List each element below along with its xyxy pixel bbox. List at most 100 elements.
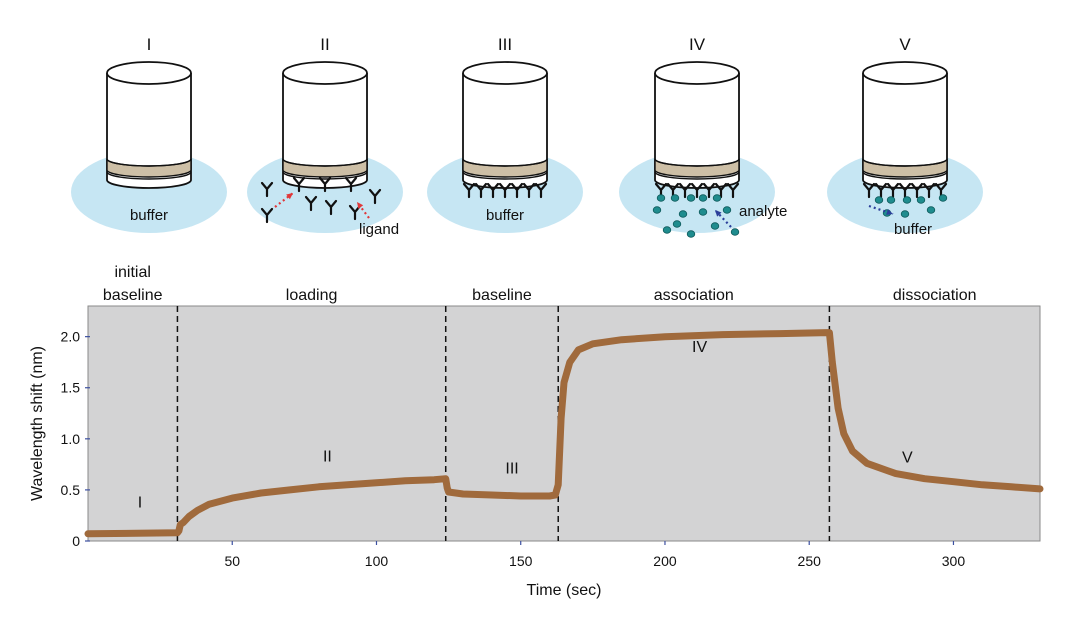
analyte-dot	[670, 194, 680, 202]
step-numeral: II	[320, 35, 329, 54]
bound-ligand	[318, 176, 332, 193]
bound-ligand	[922, 182, 936, 199]
bound-ligand	[344, 176, 358, 193]
sensor-top	[462, 61, 548, 85]
analyte-dot	[686, 230, 696, 238]
trace-step-label: III	[505, 461, 518, 478]
bound-ligand	[462, 182, 476, 199]
x-tick-label: 100	[365, 553, 389, 569]
analyte-arrow-head	[715, 210, 722, 217]
sensor-tip-edge	[282, 171, 368, 180]
well-label: buffer	[486, 207, 524, 224]
phase-label-text: dissociation	[893, 287, 977, 304]
trace-step-label: II	[323, 448, 332, 465]
free-ligand	[304, 195, 318, 212]
bound-ligand	[702, 182, 716, 199]
analyte-arrow	[714, 209, 732, 228]
sensor-body	[654, 73, 740, 189]
x-tick-label: 200	[653, 553, 677, 569]
bound-ligand	[898, 182, 912, 199]
bound-ligand	[486, 182, 500, 199]
step-numeral: IV	[689, 35, 706, 54]
ligand-arrow-head	[286, 193, 293, 200]
trace-step-label: V	[902, 449, 913, 466]
analyte-arrow-head	[886, 209, 893, 215]
phase-label-line1: initial	[114, 264, 150, 281]
phase-label: association	[654, 287, 734, 304]
phase-label: baseline	[472, 287, 532, 304]
sensor-band-edge	[462, 158, 548, 167]
free-ligand	[260, 207, 274, 224]
bound-ligand	[714, 182, 728, 199]
analyte-dot	[902, 196, 912, 204]
analyte-dot	[874, 196, 884, 204]
analyte-dot	[656, 194, 666, 202]
sensor-body	[862, 73, 948, 189]
analyte-dot	[722, 206, 732, 214]
analyte-dot	[900, 210, 910, 218]
step-numeral: III	[498, 35, 512, 54]
sensor-top	[654, 61, 740, 85]
analyte-dot	[710, 222, 720, 230]
analyte-dot	[698, 208, 708, 216]
sensor-band-edge	[282, 158, 368, 167]
phase-label-text: baseline	[472, 287, 532, 304]
analyte-dot	[886, 196, 896, 204]
phase-label-text: association	[654, 287, 734, 304]
sensor-tip-edge	[654, 171, 740, 180]
analyte-dot	[730, 228, 740, 236]
x-axis-title: Time (sec)	[527, 582, 602, 599]
sensorgram-trace	[84, 329, 1044, 538]
analyte-dot	[926, 206, 936, 214]
analyte-dot	[712, 194, 722, 202]
ligand-arrow	[274, 192, 294, 208]
bound-ligand	[522, 182, 536, 199]
sensor-tip-edge	[862, 171, 948, 180]
analyte-dot	[686, 194, 696, 202]
sensor-tip-edge	[462, 171, 548, 180]
x-tick-label: 50	[224, 553, 240, 569]
sensor-body	[106, 73, 192, 189]
analyte-dot	[662, 226, 672, 234]
sensor-band-edge	[862, 158, 948, 167]
bound-ligand	[510, 182, 524, 199]
bound-ligand	[498, 182, 512, 199]
bound-ligand	[862, 182, 876, 199]
ligand-arrow-head	[357, 202, 364, 209]
free-ligand	[324, 199, 338, 216]
well-label: buffer	[130, 207, 168, 224]
phase-label: dissociation	[893, 287, 977, 304]
phase-label: initial baseline	[103, 264, 163, 304]
bound-ligand	[474, 182, 488, 199]
bound-ligand	[726, 182, 740, 199]
bound-ligand	[678, 182, 692, 199]
analyte-dot	[938, 194, 948, 202]
bound-ligand	[874, 182, 888, 199]
y-tick-label: 2.0	[61, 329, 81, 345]
trace-step-label: I	[138, 494, 142, 511]
sensor-body	[462, 73, 548, 189]
analyte-dot	[698, 194, 708, 202]
well-label: buffer	[894, 221, 932, 238]
y-axis-title: Wavelength shift (nm)	[29, 346, 46, 501]
trace-step-label: IV	[692, 339, 707, 356]
x-tick-label: 250	[798, 553, 822, 569]
sensor-band-edge	[654, 158, 740, 167]
free-ligand	[368, 188, 382, 205]
step-numeral: I	[147, 35, 152, 54]
analyte-dot	[678, 210, 688, 218]
step-iii: III buffer	[427, 35, 583, 233]
analyte-dot	[672, 220, 682, 228]
step-numeral: V	[899, 35, 911, 54]
sensor-band-edge	[106, 158, 192, 167]
bound-ligand	[910, 182, 924, 199]
bound-ligand	[690, 182, 704, 199]
phase-label-line2: baseline	[103, 287, 163, 304]
free-ligand	[260, 181, 274, 198]
y-tick-label: 0.5	[61, 482, 81, 498]
bound-ligand	[886, 182, 900, 199]
